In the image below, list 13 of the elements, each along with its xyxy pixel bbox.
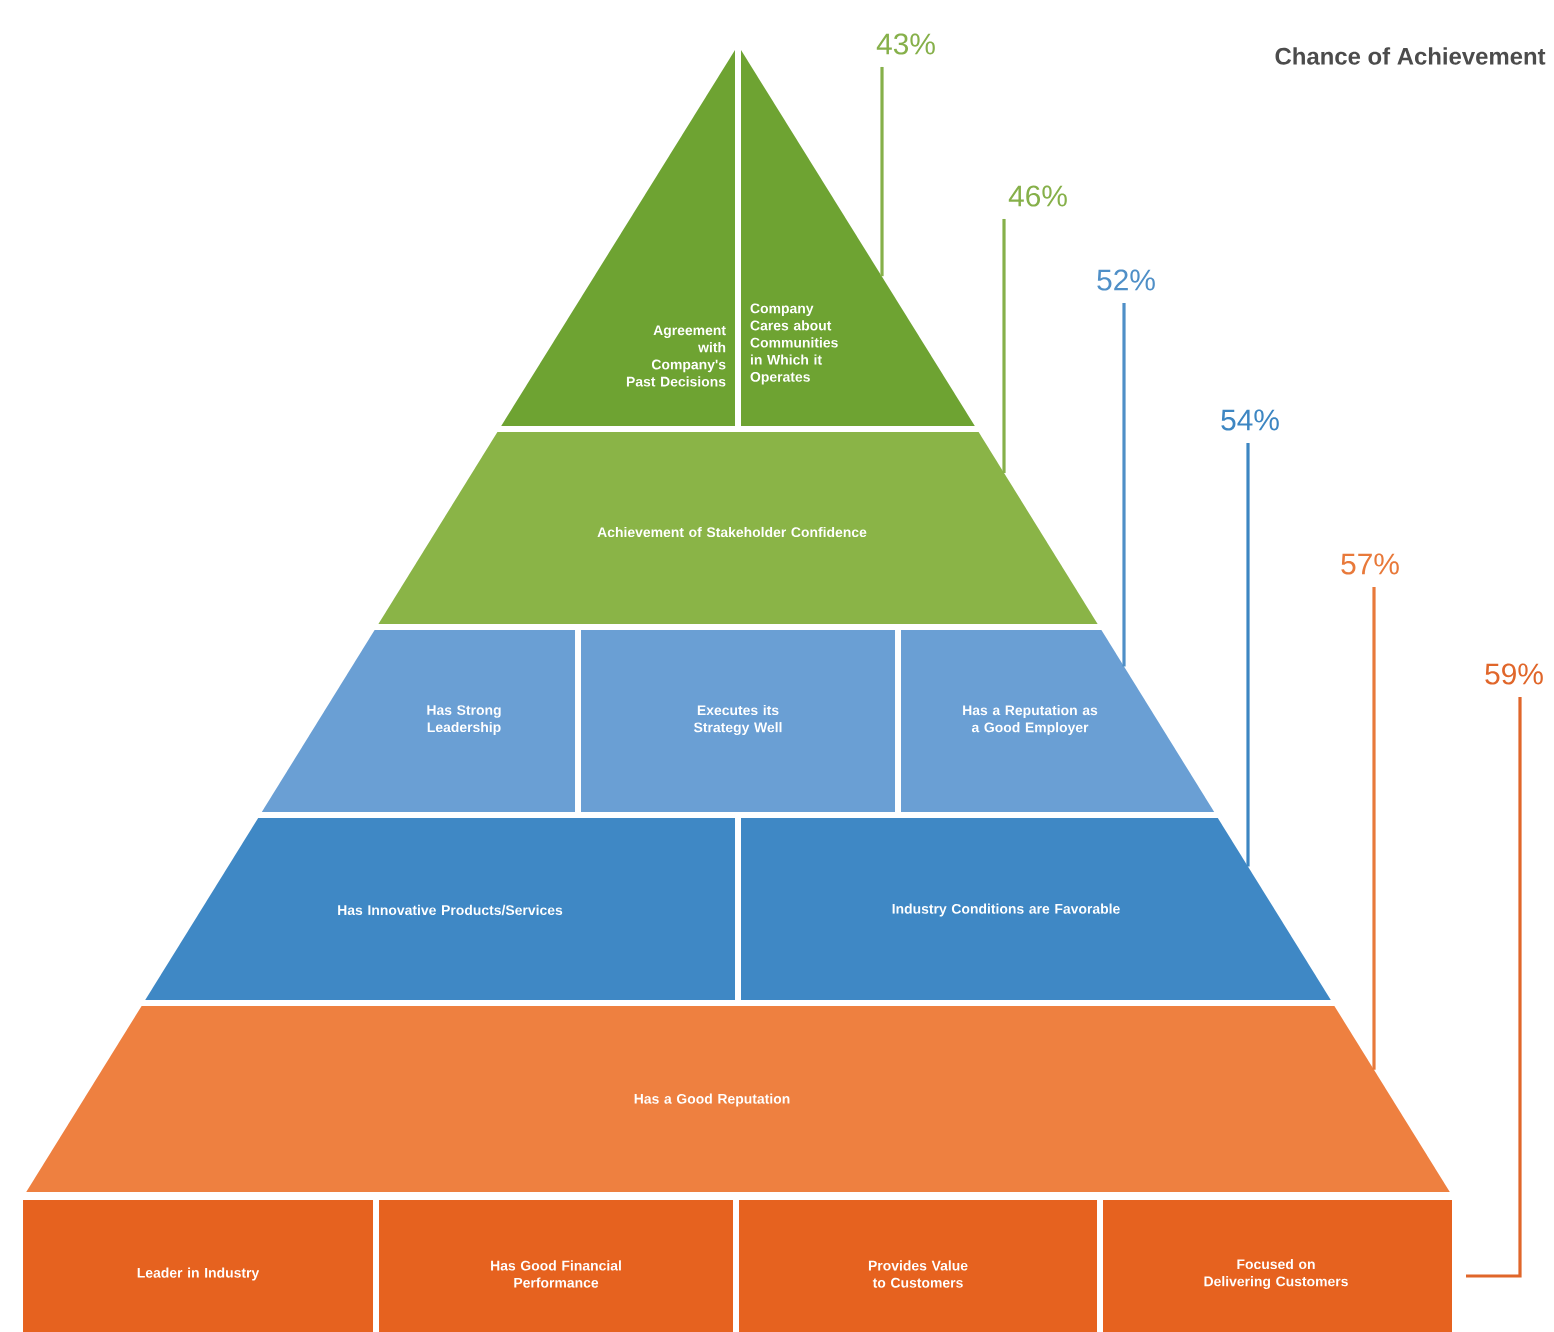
percentage-label: 54% [1221, 409, 1279, 431]
leader-line [1372, 586, 1376, 1070]
leader-line [1122, 302, 1126, 667]
leader-line [880, 66, 884, 277]
heading: Chance of Achievement [1275, 47, 1546, 65]
percentage-label: 57% [1341, 553, 1399, 575]
percentage-label: 43% [876, 33, 935, 55]
percentage-label: 59% [1485, 663, 1543, 685]
percentage-label: 46% [1008, 185, 1067, 207]
leader-line [1002, 218, 1006, 473]
leader-line [1466, 696, 1522, 1278]
leader-line [1246, 442, 1250, 867]
percentage-label: 52% [1097, 269, 1155, 291]
